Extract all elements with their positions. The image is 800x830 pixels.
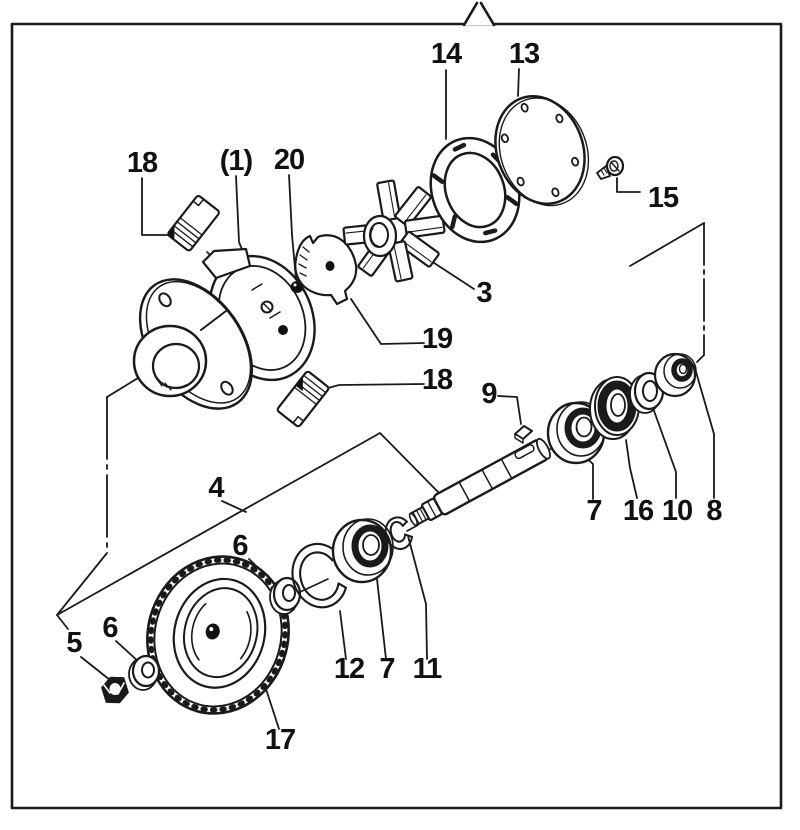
part-label-16: 16 — [623, 495, 654, 527]
body-screw-2 — [278, 325, 288, 335]
part-label-1: (1) — [220, 145, 253, 177]
nut-5-drawing — [101, 676, 129, 704]
washer-6-lower-drawing — [128, 654, 161, 691]
washer-6-upper-drawing — [269, 576, 302, 615]
part-label-6-upper: 6 — [232, 530, 248, 562]
part-label-6-lower: 6 — [102, 612, 118, 644]
cam-19-drawing — [294, 234, 358, 306]
pump-body-drawing — [132, 247, 316, 410]
part-label-20: 20 — [274, 144, 304, 176]
gasket-drawing — [429, 136, 521, 244]
part-label-4: 4 — [208, 472, 224, 504]
part-label-5: 5 — [66, 627, 82, 659]
impeller-drawing — [342, 179, 446, 283]
part-label-14: 14 — [431, 38, 462, 70]
part-label-19: 19 — [422, 323, 453, 355]
part-label-12: 12 — [334, 653, 364, 685]
body-top-boss — [201, 247, 252, 280]
part-label-7-middle: 7 — [379, 653, 394, 685]
clip-11-drawing — [384, 516, 413, 550]
part-label-15: 15 — [648, 182, 679, 214]
part-label-3: 3 — [476, 277, 492, 309]
part-label-18-top: 18 — [127, 147, 158, 179]
washer-10-drawing — [629, 371, 665, 414]
shaft-drawing — [408, 437, 551, 527]
part-label-11: 11 — [413, 653, 443, 685]
part-labels: 18 (1) 20 14 13 15 3 19 18 9 4 7 16 10 8… — [66, 38, 723, 756]
pulley-drawing — [146, 555, 290, 715]
callout-peak — [462, 1, 496, 27]
part-label-7-right: 7 — [586, 495, 601, 527]
key-9-drawing — [514, 425, 533, 444]
screw-15-drawing — [596, 155, 625, 180]
bearing-7-middle-drawing — [331, 518, 394, 584]
part-label-18-low: 18 — [422, 364, 453, 396]
part-label-9: 9 — [481, 378, 497, 410]
seal-16-drawing — [589, 376, 640, 440]
plug-18-lower-drawing — [276, 370, 330, 428]
bearing-8-drawing — [653, 352, 697, 398]
cover-plate-drawing — [494, 95, 590, 207]
part-label-8: 8 — [706, 495, 722, 527]
part-label-17: 17 — [265, 724, 295, 756]
part-label-10: 10 — [662, 495, 692, 527]
plug-18-top-drawing — [167, 195, 220, 252]
diagram-border — [10, 1, 783, 810]
part-label-13: 13 — [509, 38, 540, 70]
